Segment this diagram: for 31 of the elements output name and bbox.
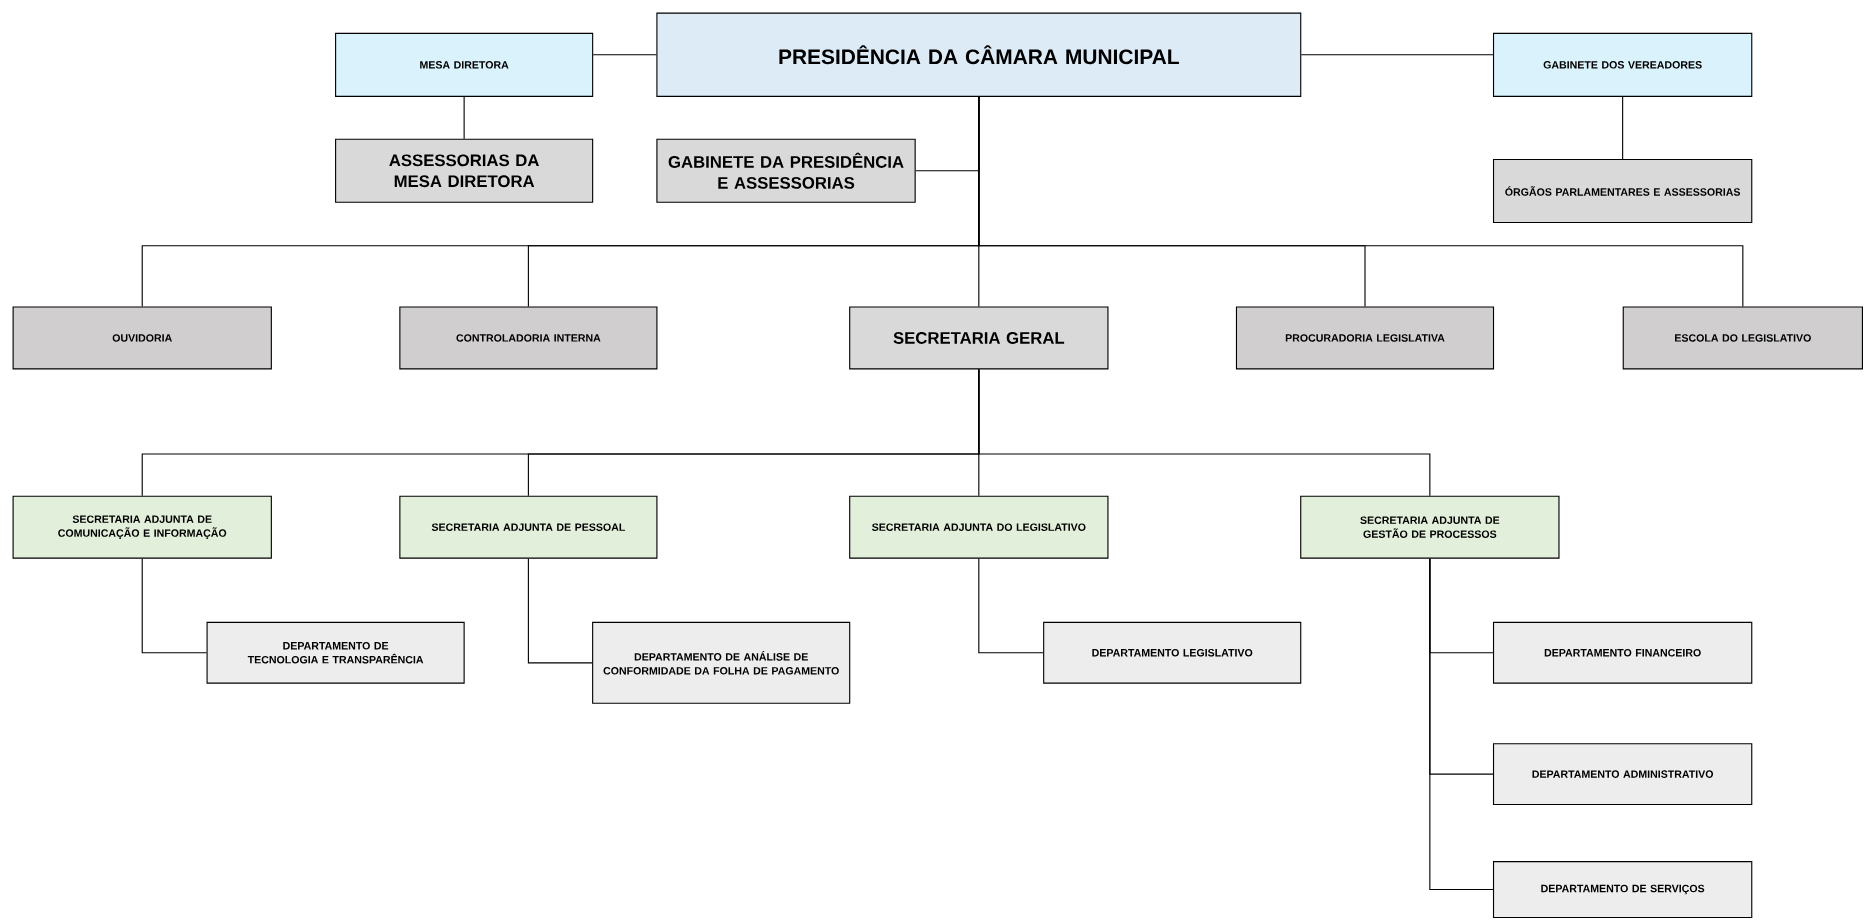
org-box: ASSESSORIAS DA MESA DIRETORA [335, 138, 594, 203]
connector-line [592, 54, 657, 56]
connector-line [978, 368, 1431, 497]
org-box: SECRETARIA ADJUNTA DE COMUNICAÇÃO E INFORMAÇÃO [12, 495, 272, 559]
connector-line [1300, 54, 1494, 56]
org-box: DEPARTAMENTO ADMINISTRATIVO [1492, 743, 1753, 806]
org-box: ÓRGÃOS PARLAMENTARES E ASSESSORIAS [1492, 158, 1753, 224]
org-box: ESCOLA DO LEGISLATIVO [1622, 306, 1863, 370]
org-box: GABINETE DA PRESIDÊNCIA E ASSESSORIAS [656, 138, 916, 203]
org-box: DEPARTAMENTO FINANCEIRO [1492, 621, 1753, 684]
org-box: DEPARTAMENTO DE ANÁLISE DE CONFORMIDADE DA FOLHA DE PAGAMENTO [592, 621, 851, 704]
connector-line [463, 96, 465, 140]
org-box: SECRETARIA ADJUNTA DO LEGISLATIVO [849, 495, 1109, 559]
connector-line [978, 558, 1044, 654]
org-box: OUVIDORIA [12, 306, 272, 370]
org-box: SECRETARIA ADJUNTA DE GESTÃO DE PROCESSOS [1300, 495, 1560, 559]
org-box: DEPARTAMENTO DE SERVIÇOS [1492, 861, 1753, 919]
org-box: PROCURADORIA LEGISLATIVA [1235, 306, 1495, 370]
connector-line [527, 558, 593, 664]
connector-line [1429, 558, 1494, 891]
org-box: SECRETARIA ADJUNTA DE PESSOAL [399, 495, 658, 559]
connector-line [978, 96, 1744, 308]
header-box: PRESIDÊNCIA DA CÂMARA MUNICIPAL [656, 12, 1302, 97]
org-box: MESA DIRETORA [335, 32, 594, 97]
org-box: SECRETARIA GERAL [849, 306, 1109, 370]
connector-line [1622, 96, 1624, 160]
org-box: DEPARTAMENTO DE TECNOLOGIA E TRANSPARÊNCIA [206, 621, 465, 684]
org-box: GABINETE DOS VEREADORES [1492, 32, 1753, 97]
connector-line [141, 558, 208, 654]
org-box: DEPARTAMENTO LEGISLATIVO [1043, 621, 1302, 684]
org-box: CONTROLADORIA INTERNA [399, 306, 658, 370]
